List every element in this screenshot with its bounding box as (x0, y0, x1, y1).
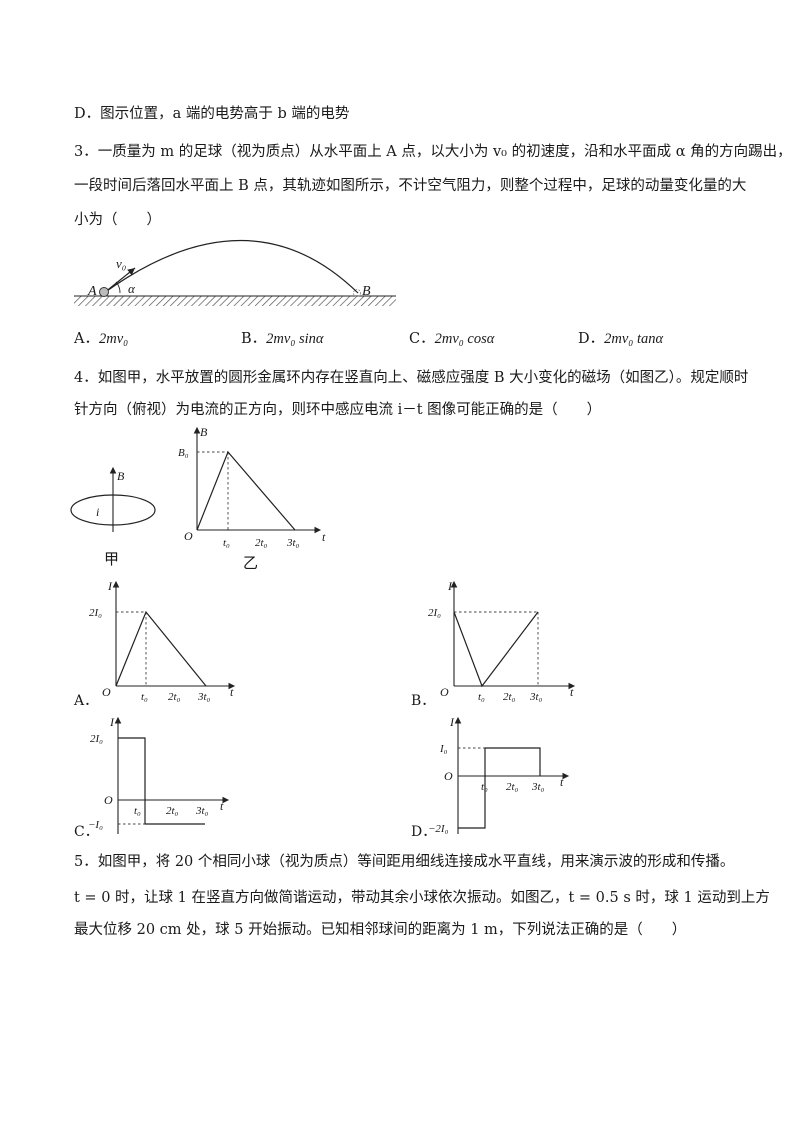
q4-option-a-graph[interactable]: I t O 2I₀ t₀ 2t₀ 3t₀ (88, 578, 248, 703)
q5-stem-line3: 最大位移 20 cm 处，球 5 开始振动。已知相邻球间的距离为 1 m，下列说… (74, 922, 687, 938)
option-a-ylabel: I (107, 579, 113, 593)
option-d-curve (458, 747, 541, 829)
q2-option-d: D．图示位置，a 端的电势高于 b 端的电势 (74, 106, 350, 122)
option-d-ytick-top: I₀ (439, 743, 448, 755)
q3-trajectory-figure: A B v₀ α (74, 239, 396, 306)
yi-ylabel: B (200, 425, 208, 439)
option-c-ytick-bottom: −I₀ (88, 819, 103, 831)
yi-xlabel: t (322, 530, 326, 544)
q4-figure-yi: B t O B₀ t₀ 2t₀ 3t₀ 乙 (178, 425, 326, 572)
option-a-ytick: 2I₀ (89, 607, 102, 619)
trajectory-curve (103, 239, 359, 294)
alpha-angle-arc (115, 281, 121, 294)
option-c-ylabel: I (109, 715, 115, 729)
option-b-tick-t0: t₀ (478, 691, 485, 703)
q4-option-b-graph[interactable]: I t O 2I₀ t₀ 2t₀ 3t₀ (428, 578, 588, 703)
option-a-xlabel: t (230, 685, 234, 699)
ground-hatch (74, 296, 396, 306)
v0-label: v₀ (116, 256, 126, 271)
option-d-ylabel: I (449, 715, 455, 729)
q4-stem-line2: 针方向（俯视）为电流的正方向，则环中感应电流 i－t 图像可能正确的是（ ） (74, 402, 602, 418)
alpha-label: α (128, 281, 136, 296)
jia-caption: 甲 (104, 550, 119, 568)
yi-caption: 乙 (243, 554, 258, 572)
yi-tick-3t0: 3t₀ (286, 537, 300, 549)
q4-option-b-letter[interactable]: B． (411, 693, 436, 709)
option-b-ytick: 2I₀ (428, 607, 441, 619)
option-d-origin: O (444, 769, 453, 783)
q4-figure-jia: B i 甲 (70, 466, 156, 568)
q4-option-d-graph[interactable]: I t O I₀ −2I₀ t₀ 2t₀ 3t₀ (428, 714, 588, 839)
velocity-arrow (103, 267, 136, 294)
yi-b0-label: B₀ (178, 447, 189, 459)
q4-option-a-letter[interactable]: A． (74, 693, 99, 709)
option-b-curve (453, 611, 539, 688)
option-b-ylabel: I (447, 579, 453, 593)
yi-tick-2t0: 2t₀ (255, 537, 268, 549)
q4-option-c-letter[interactable]: C． (74, 824, 99, 840)
option-b-xlabel: t (570, 685, 574, 699)
option-b-origin: O (440, 685, 449, 699)
q4-option-c-graph[interactable]: I t O 2I₀ −I₀ t₀ 2t₀ 3t₀ (88, 714, 248, 839)
q5-stem-line1: 5．如图甲，将 20 个相同小球（视为质点）等间距用细线连接成水平直线，用来演示… (74, 854, 735, 870)
option-a-tick-t0: t₀ (141, 691, 148, 703)
option-d-xlabel: t (560, 775, 564, 789)
option-c-curve (118, 737, 205, 825)
point-b-label: B (362, 284, 371, 299)
option-c-tick-3t0: 3t₀ (195, 805, 209, 817)
option-c-tick-t0: t₀ (134, 805, 141, 817)
option-d-tick-t0: t₀ (481, 781, 488, 793)
option-d-tick-2t0: 2t₀ (506, 781, 519, 793)
yi-origin: O (184, 529, 193, 543)
option-b-tick-3t0: 3t₀ (529, 691, 543, 703)
q3-option-d[interactable]: D．2mv₀ tanα (578, 331, 664, 347)
q4-stem-line1: 4．如图甲，水平放置的圆形金属环内存在竖直向上、磁感应强度 B 大小变化的磁场（… (74, 370, 749, 386)
option-c-tick-2t0: 2t₀ (166, 805, 179, 817)
option-c-xlabel: t (220, 799, 224, 813)
q3-stem-line3: 小为（ ） (74, 212, 161, 228)
yi-tick-t0: t₀ (223, 537, 230, 549)
q5-stem-line2: t = 0 时，让球 1 在竖直方向做简谐运动，带动其余小球依次振动。如图乙，t… (74, 890, 770, 906)
q3-stem-line1: 3．一质量为 m 的足球（视为质点）从水平面上 A 点，以大小为 v₀ 的初速度… (74, 144, 792, 160)
option-b-tick-2t0: 2t₀ (503, 691, 516, 703)
b-t-curve (196, 450, 296, 531)
option-a-curve (115, 610, 207, 687)
option-d-tick-3t0: 3t₀ (531, 781, 545, 793)
option-a-tick-3t0: 3t₀ (197, 691, 211, 703)
jia-b-label: B (117, 469, 125, 483)
option-c-origin: O (104, 793, 113, 807)
point-a-label: A (87, 284, 97, 299)
q3-option-b[interactable]: B．2mv₀ sinα (241, 331, 324, 347)
jia-i-label: i (96, 505, 99, 519)
ball-icon (99, 287, 109, 297)
option-a-tick-2t0: 2t₀ (168, 691, 181, 703)
q3-option-a[interactable]: A．2mv₀ (74, 331, 129, 347)
landing-ball-icon (353, 289, 361, 297)
option-c-ytick-top: 2I₀ (90, 733, 103, 745)
option-a-origin: O (102, 685, 111, 699)
q4-option-d-letter[interactable]: D． (411, 824, 437, 840)
option-d-ytick-bottom: −2I₀ (428, 823, 449, 835)
q3-stem-line2: 一段时间后落回水平面上 B 点，其轨迹如图所示，不计空气阻力，则整个过程中，足球… (74, 178, 747, 194)
q3-option-c[interactable]: C．2mv₀ cosα (409, 331, 495, 347)
